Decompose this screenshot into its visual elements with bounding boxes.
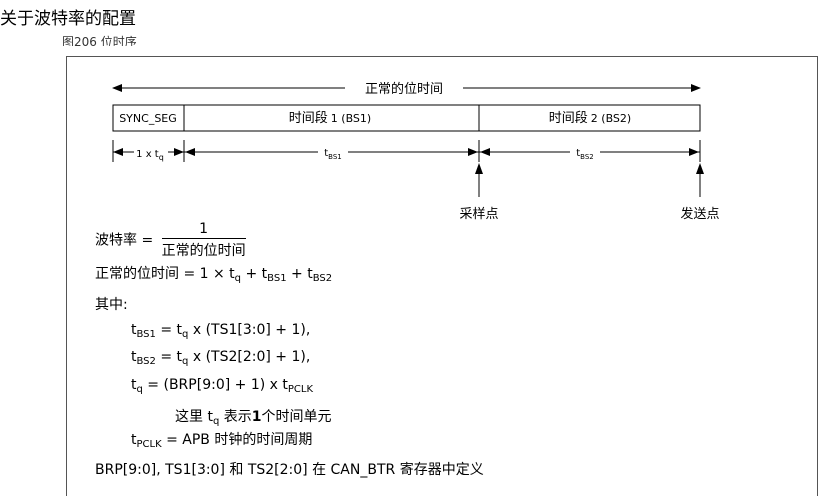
subscript: q bbox=[182, 356, 189, 367]
arrow-right-icon bbox=[689, 148, 699, 156]
subscript: BS2 bbox=[312, 273, 333, 284]
formula-text: 个时间单元 bbox=[261, 409, 332, 425]
formula-text: t bbox=[131, 349, 137, 365]
baud-rate-fraction: 1 正常的位时间 bbox=[161, 221, 246, 260]
formula-text: = t bbox=[155, 322, 183, 338]
arrow-left-icon bbox=[185, 148, 195, 156]
arrow-left-icon bbox=[480, 148, 490, 156]
subscript: PCLK bbox=[136, 439, 162, 450]
formula-text: t bbox=[131, 377, 137, 393]
bs2-seg-label-suffix: 2 (BS2) bbox=[591, 112, 631, 125]
baud-rate-denominator: 正常的位时间 bbox=[161, 243, 246, 259]
tpclk-formula: tPCLK = APB 时钟的时间周期 bbox=[131, 429, 312, 450]
sync-seg-label: SYNC_SEG bbox=[119, 112, 177, 125]
tbs1-label: tBS1 bbox=[324, 148, 342, 161]
bit-time-formula: 正常的位时间 = 1 × tq + tBS1 + tBS2 bbox=[95, 263, 332, 284]
subscript: q bbox=[182, 329, 189, 340]
tbs1-formula: tBS1 = tq x (TS1[3:0] + 1), bbox=[131, 322, 310, 340]
where-label: 其中: bbox=[95, 297, 128, 313]
bs2-seg-label-cn: 时间段 bbox=[549, 111, 588, 126]
formula-bold: 1 bbox=[251, 409, 262, 425]
tbs2-formula: tBS2 = tq x (TS2[2:0] + 1), bbox=[131, 349, 310, 367]
segments-box bbox=[112, 104, 701, 132]
subscript: q bbox=[212, 416, 220, 427]
bit-time-lhs: 正常的位时间 = bbox=[95, 266, 196, 282]
page-title: 关于波特率的配置 bbox=[0, 9, 136, 29]
formula-text: 表示 bbox=[219, 409, 252, 425]
baud-rate-formula: 波特率 = 1 正常的位时间 bbox=[95, 221, 246, 260]
register-note: BRP[9:0], TS1[3:0] 和 TS2[2:0] 在 CAN_BTR … bbox=[95, 462, 484, 478]
figure-frame bbox=[66, 56, 818, 496]
bit-time-term-a: 1 × t bbox=[199, 266, 235, 282]
subscript: BS2 bbox=[136, 356, 156, 367]
figure-caption: 图206 位时序 bbox=[62, 35, 137, 46]
baud-rate-numerator: 1 bbox=[161, 221, 246, 239]
arrow-right-icon bbox=[174, 148, 184, 156]
baud-rate-label: 波特率 = bbox=[95, 232, 154, 249]
tbs2-label: tBS2 bbox=[576, 148, 594, 161]
subscript: q bbox=[136, 384, 143, 395]
formula-text: x (TS2[2:0] + 1), bbox=[188, 349, 311, 365]
subscript: q bbox=[234, 273, 242, 284]
bs1-seg-label-cn: 时间段 bbox=[289, 111, 328, 126]
arrow-left-icon bbox=[113, 148, 123, 156]
bit-time-term-c: + t bbox=[286, 266, 313, 282]
formula-text: t bbox=[131, 322, 137, 338]
nominal-bit-time-label: 正常的位时间 bbox=[365, 81, 443, 97]
arrow-up-icon bbox=[696, 163, 704, 174]
arrow-right-icon bbox=[468, 148, 478, 156]
sample-point-label: 采样点 bbox=[459, 207, 498, 222]
subscript: PCLK bbox=[287, 384, 314, 395]
arrow-up-icon bbox=[475, 163, 483, 174]
transmit-point-label: 发送点 bbox=[680, 206, 719, 222]
tq-note: 这里 tq 表示1个时间单元 bbox=[175, 406, 332, 427]
tq-formula: tq = (BRP[9:0] + 1) x tPCLK bbox=[131, 377, 313, 395]
formula-text: = APB 时钟的时间周期 bbox=[161, 432, 313, 448]
tq-label: 1 x tq bbox=[136, 149, 164, 162]
bs1-seg-label-suffix: 1 (BS1) bbox=[331, 112, 371, 125]
bit-time-term-b: + t bbox=[241, 266, 268, 282]
formula-text: 这里 t bbox=[175, 409, 213, 425]
arrow-right-icon bbox=[691, 84, 701, 92]
subscript: BS1 bbox=[136, 329, 156, 340]
formula-text: = (BRP[9:0] + 1) x t bbox=[142, 377, 288, 393]
formula-text: = t bbox=[155, 349, 183, 365]
formula-text: t bbox=[131, 432, 137, 448]
arrow-left-icon bbox=[112, 84, 122, 92]
subscript: BS1 bbox=[267, 273, 287, 284]
formula-text: x (TS1[3:0] + 1), bbox=[188, 322, 311, 338]
